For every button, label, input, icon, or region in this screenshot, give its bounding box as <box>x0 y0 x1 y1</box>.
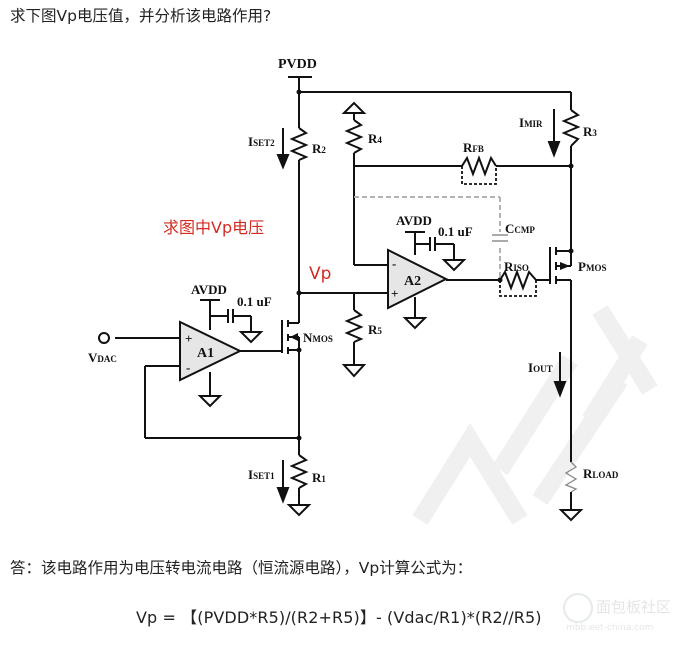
r5-label: R5 <box>368 322 382 337</box>
junction-dot <box>296 347 302 353</box>
a2-minus-label: - <box>392 256 396 271</box>
opamp-a2 <box>387 248 449 310</box>
site-watermark: 面包板社区 mbb.eet-china.com <box>560 590 671 635</box>
pmos-arrow-icon <box>560 262 570 270</box>
iout-arrow-icon <box>553 381 567 398</box>
ground-icon <box>441 259 467 272</box>
nmos-label: NMOS <box>303 330 333 345</box>
ground-icon <box>558 509 584 522</box>
watermark-stroke <box>492 355 628 505</box>
rload-resistor <box>564 461 578 493</box>
a2-plus-label: + <box>391 286 398 301</box>
r2-resistor <box>289 127 309 161</box>
rload-label: RLOAD <box>583 466 619 481</box>
iset1-arrow-icon <box>276 487 290 504</box>
ccmp-label: CCMP <box>505 221 535 236</box>
a1-avdd-label: AVDD <box>191 282 227 297</box>
rfb-box <box>461 166 497 185</box>
ground-icon <box>341 364 367 378</box>
site-title: 面包板社区 <box>596 598 670 616</box>
ccmp-path <box>354 196 501 280</box>
pvdd-label: PVDD <box>278 57 317 72</box>
ground-icon <box>286 504 312 517</box>
r1-resistor <box>289 454 309 489</box>
nmos-arrow-icon <box>290 333 298 341</box>
a2-label: A2 <box>404 274 421 289</box>
r3-label: R3 <box>583 124 597 139</box>
site-url: mbb.eet-china.com <box>566 623 653 633</box>
formula-text: Vp = 【(PVDD*R5)/(R2+R5)】- (Vdac/R1)*(R2/… <box>136 608 542 627</box>
watermark-stroke <box>412 423 528 525</box>
a1-minus-label: - <box>186 360 190 375</box>
annotation-title: 求图中Vp电压 <box>163 218 264 237</box>
r5-resistor <box>344 309 364 343</box>
question-text: 求下图Vp电压值，并分析该电路作用? <box>10 7 272 25</box>
r4-resistor <box>344 119 364 154</box>
site-logo-icon: 面包板社区 mbb.eet-china.com <box>563 593 671 633</box>
riso-box <box>499 280 537 297</box>
a1-label: A1 <box>197 346 214 361</box>
a2-avdd-label: AVDD <box>396 213 432 228</box>
iout-label: IOUT <box>528 360 553 375</box>
opamp-a1 <box>179 320 243 382</box>
r4-label: R4 <box>368 131 382 146</box>
annotation-vp: Vp <box>309 264 331 284</box>
wires <box>115 76 581 510</box>
a1-cap-label: 0.1 uF <box>237 294 272 309</box>
ground-icon <box>402 317 428 330</box>
vdac-input-terminal <box>98 332 110 344</box>
junction-dot <box>296 89 302 95</box>
imir-label: IMIR <box>519 115 543 130</box>
r2-label: R2 <box>312 141 326 156</box>
junction-dot <box>296 290 302 296</box>
r1-label: R1 <box>312 470 326 485</box>
iset2-arrow-icon <box>276 154 290 170</box>
background-watermark <box>412 305 658 525</box>
vdac-label: VDAC <box>88 350 117 365</box>
junction-dot <box>568 163 574 169</box>
a1-plus-label: + <box>185 331 192 346</box>
ground-icon <box>197 395 223 408</box>
r4-supply-arrow <box>341 101 367 114</box>
junction-dot <box>296 435 302 441</box>
ground-icon <box>238 331 264 344</box>
r3-resistor <box>561 109 581 147</box>
pmos-label: PMOS <box>578 259 606 274</box>
iset1-label: ISET1 <box>248 467 275 482</box>
ccmp-capacitor <box>492 234 508 242</box>
circuit-schematic: PVDD AVDD 0.1 uF AVDD 0.1 uF A1 A2 + - -… <box>88 57 658 525</box>
iset2-label: ISET2 <box>248 134 275 149</box>
junction-dot <box>568 248 574 254</box>
watermark-stroke <box>582 305 658 425</box>
riso-label: RISO <box>504 259 529 274</box>
imir-arrow-icon <box>547 141 561 158</box>
rfb-resistor <box>461 155 497 177</box>
a2-cap-label: 0.1 uF <box>438 224 473 239</box>
rfb-label: RFB <box>463 140 484 155</box>
answer-text: 答：该电路作用为电压转电流电路（恒流源电路），Vp计算公式为： <box>10 559 473 577</box>
riso-resistor <box>499 269 537 291</box>
junction-dot <box>497 277 503 283</box>
